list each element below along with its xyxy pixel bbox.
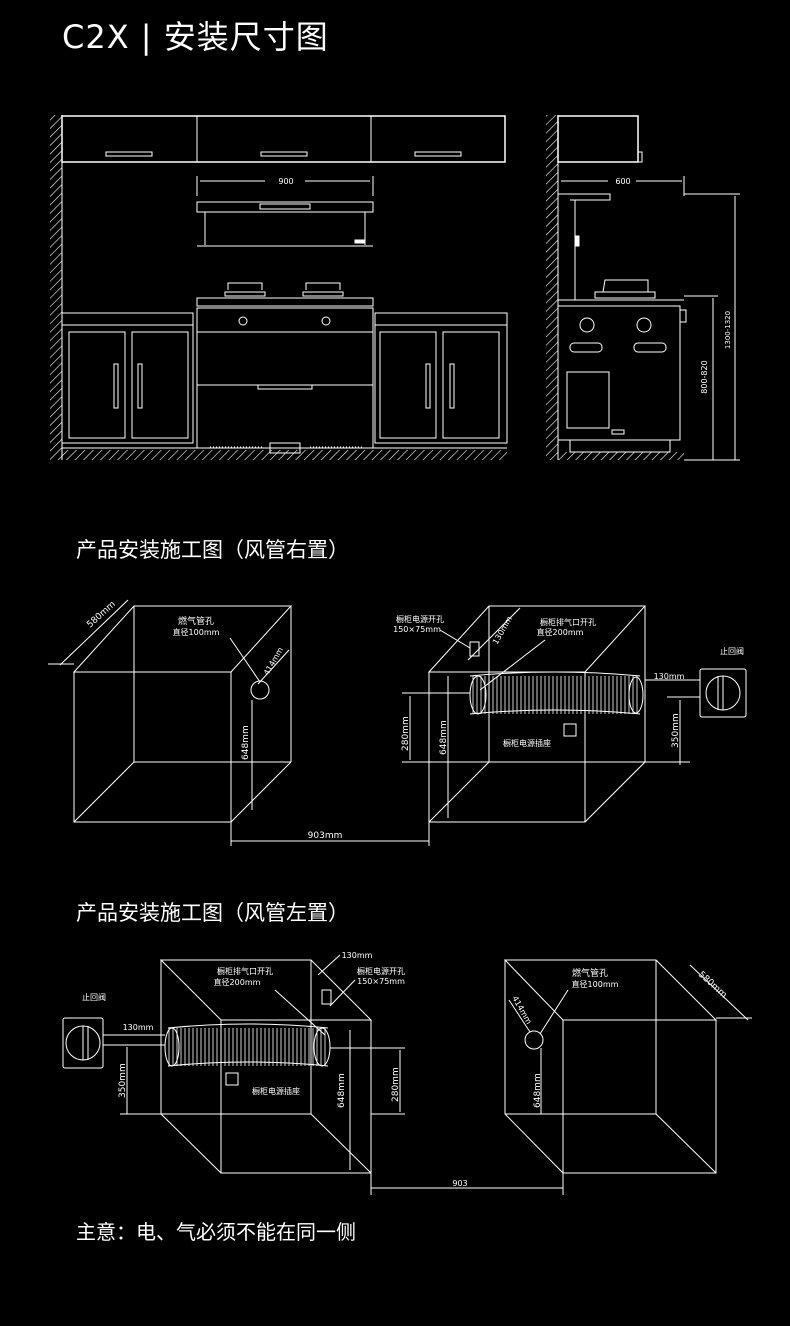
- installation-note: 主意：电、气必须不能在同一侧: [76, 1220, 356, 1244]
- floor-hatch: [62, 450, 507, 460]
- l-gas-offset: 414mm: [510, 995, 533, 1026]
- check-valve-right: [699, 668, 747, 718]
- section-title-right-duct: 产品安装施工图（风管右置）: [76, 538, 349, 562]
- l-cab-height: 648mm: [337, 1073, 347, 1108]
- r-power-offset: 130mm: [491, 615, 514, 646]
- socket-right: [563, 723, 577, 737]
- r-gas-offset: 414mm: [262, 646, 285, 677]
- r-exhaust-height: 280mm: [401, 716, 411, 751]
- section-title-left-duct: 产品安装施工图（风管左置）: [76, 901, 349, 925]
- side-view: [546, 115, 740, 461]
- upper-cabinets: [61, 115, 506, 163]
- front-view: [50, 115, 508, 460]
- l-exhaust-title: 橱柜排气口开孔: [217, 966, 273, 976]
- l-gas-title: 燃气管孔: [572, 967, 608, 979]
- l-gas-diameter: 直径100mm: [572, 979, 619, 989]
- r-exhaust-title: 橱柜排气口开孔: [540, 617, 596, 627]
- l-power-offset: 130mm: [342, 951, 373, 960]
- r-width: 903mm: [308, 831, 343, 841]
- side-counter-height-dim: 800-820: [700, 360, 709, 393]
- duct-right: [470, 676, 640, 714]
- socket-left: [225, 1072, 239, 1086]
- diagram-right-duct: [48, 599, 747, 846]
- l-power-size: 150×75mm: [357, 977, 405, 986]
- duct-left: [168, 1028, 328, 1066]
- l-depth: 580mm: [696, 970, 728, 1001]
- check-valve-left: [62, 1017, 104, 1069]
- side-depth-dim: 600: [615, 177, 630, 186]
- front-width-dim: 900: [278, 177, 293, 186]
- l-width: 903: [452, 1179, 467, 1188]
- l-duct-height: 350mm: [118, 1063, 128, 1098]
- l-socket-label: 橱柜电源插座: [252, 1086, 300, 1096]
- l-exhaust-diameter: 直径200mm: [214, 977, 261, 987]
- diagram-left-duct: [62, 954, 752, 1195]
- r-socket-label: 橱柜电源插座: [503, 738, 551, 748]
- r-gas-height: 648mm: [241, 725, 251, 760]
- l-duct-offset: 130mm: [123, 1023, 154, 1032]
- r-cab-height: 648mm: [439, 720, 449, 755]
- side-upper-cabinet: [557, 115, 639, 163]
- page-title: C2X | 安装尺寸图: [62, 18, 329, 56]
- l-gas-height: 648mm: [533, 1073, 543, 1108]
- r-duct-offset: 130mm: [654, 672, 685, 681]
- l-exhaust-height: 280mm: [391, 1067, 401, 1102]
- r-gas-diameter: 直径100mm: [173, 627, 220, 637]
- l-power-title: 橱柜电源开孔: [357, 966, 405, 976]
- r-power-size: 150×75mm: [393, 625, 441, 634]
- side-total-height-dim: 1300-1320: [724, 311, 732, 349]
- l-valve-label: 止回阀: [82, 992, 106, 1002]
- r-exhaust-diameter: 直径200mm: [537, 627, 584, 637]
- r-power-title: 橱柜电源开孔: [396, 614, 444, 624]
- r-valve-label: 止回阀: [720, 646, 744, 656]
- r-gas-title: 燃气管孔: [178, 615, 214, 627]
- wall-hatch: [50, 115, 62, 460]
- r-duct-height: 350mm: [671, 713, 681, 748]
